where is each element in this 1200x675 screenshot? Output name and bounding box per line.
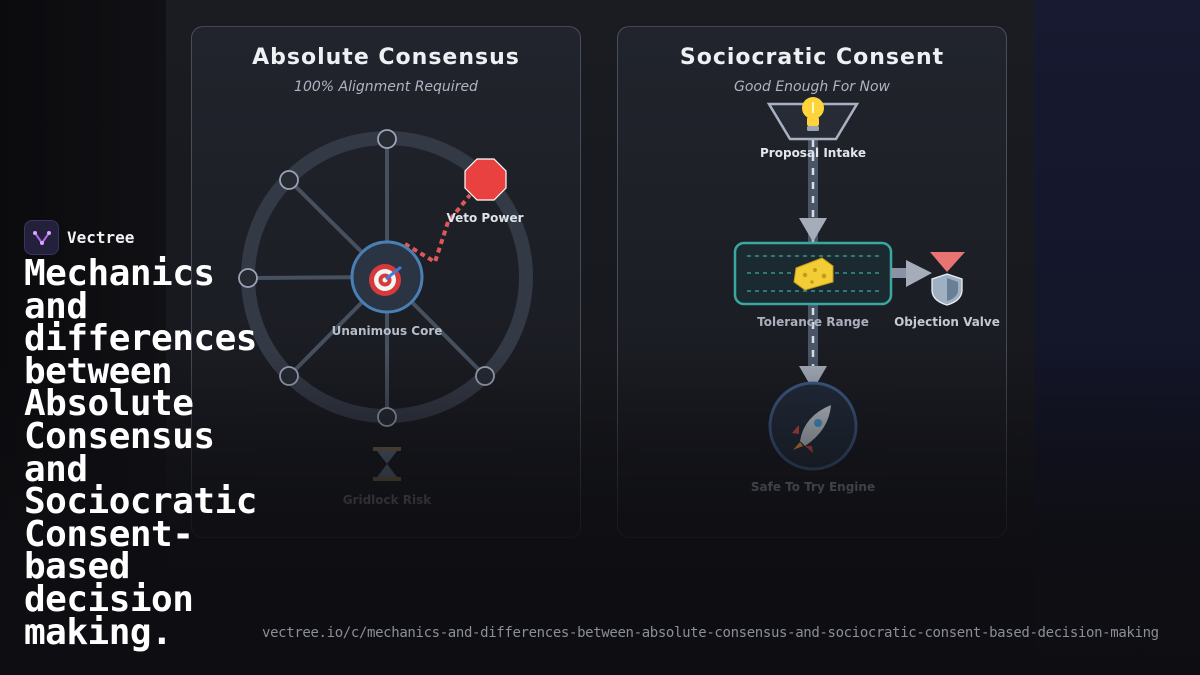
shield-icon <box>931 273 963 306</box>
member-node <box>377 129 397 149</box>
valve-connector <box>891 268 907 278</box>
member-node <box>475 366 495 386</box>
member-node <box>279 170 299 190</box>
unanimous-core-label: Unanimous Core <box>332 324 443 338</box>
consent-pipeline: Proposal Intake Tolerance Range Objectio… <box>733 97 1000 494</box>
proposal-intake-label: Proposal Intake <box>760 146 866 160</box>
objection-valve-label: Objection Valve <box>894 315 1000 329</box>
page-url[interactable]: vectree.io/c/mechanics-and-differences-b… <box>262 625 1159 641</box>
valve-arrow <box>906 260 932 287</box>
veto-power-label: Veto Power <box>446 211 523 225</box>
gridlock-risk-label: Gridlock Risk <box>343 493 433 507</box>
v-node-icon <box>24 220 59 255</box>
brand: Vectree <box>24 220 134 255</box>
flow-arrow <box>799 218 827 242</box>
stop-sign-icon <box>464 158 507 201</box>
hourglass-icon <box>373 447 401 481</box>
safe-to-try-engine-label: Safe To Try Engine <box>751 480 875 494</box>
headline: Mechanics and differences between Absolu… <box>24 253 257 653</box>
target-icon <box>369 264 402 296</box>
brand-name: Vectree <box>67 228 135 247</box>
veto-link <box>403 193 472 266</box>
member-node <box>377 407 397 427</box>
valve-cap <box>930 252 965 272</box>
member-node <box>279 366 299 386</box>
consensus-wheel: Unanimous Core Veto Power Gridlock Risk <box>238 129 533 507</box>
tolerance-range-label: Tolerance Range <box>757 315 869 329</box>
